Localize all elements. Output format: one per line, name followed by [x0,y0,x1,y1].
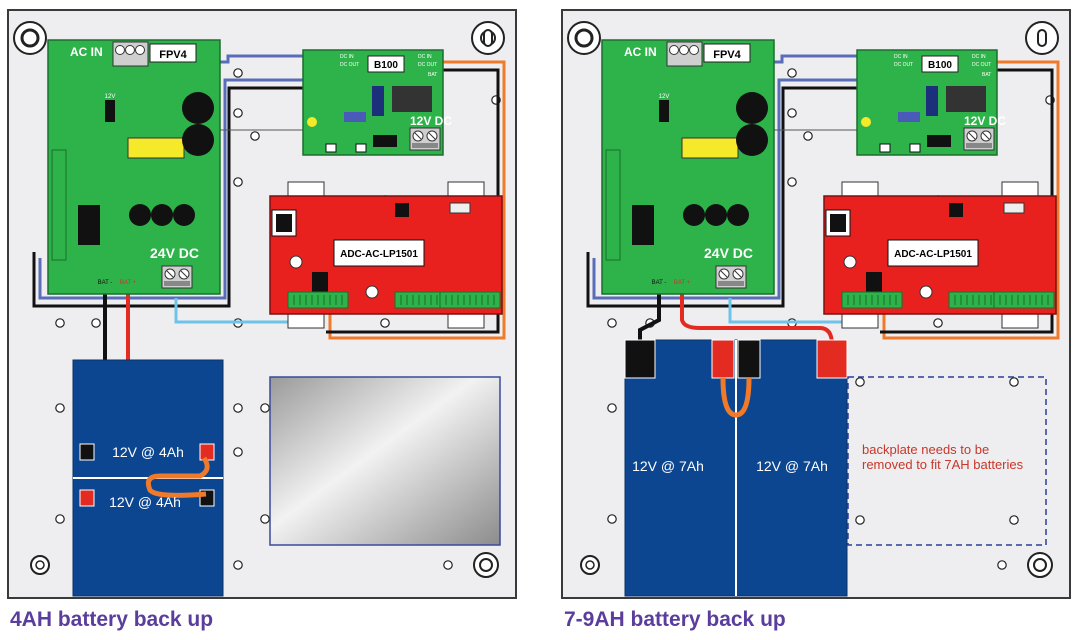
b100-label: B100 [928,60,952,71]
b100-output-label: 12V DC [410,114,452,128]
b100-dc-in-left: DC IN [340,54,354,60]
bat-plus-label: BAT + [674,280,691,286]
fpv4-board: FPV4 AC IN 12V 24V DC BAT - BAT + [601,39,775,295]
bat-minus-label: BAT - [98,280,113,286]
b100-dc-out-left: DC OUT [894,62,913,68]
b100-bat-label: BAT [428,72,437,78]
b100-dc-in-right: DC IN [418,54,432,60]
caption-7ah: 7-9AH battery back up [564,608,786,631]
fpv4-output-label: 24V DC [704,245,753,261]
panel-7ah: FPV4 AC IN 12V 24V DC BAT - BAT + B100 D… [561,9,1071,599]
ac-in-label: AC IN [624,45,657,59]
b100-dc-out-right: DC OUT [418,62,437,68]
b100-dc-in-left: DC IN [894,54,908,60]
bat-plus-label: BAT + [120,280,137,286]
mount-top-right [1025,21,1059,55]
mount-bottom-right [1027,552,1053,578]
mount-bottom-left [580,555,600,575]
backplate-note-line2: removed to fit 7AH batteries [862,457,1024,472]
panel-4ah: FPV4 AC IN 12V 24V DC BAT - BAT + B100 D… [7,9,517,599]
battery-pack-4ah: 12V @ 4Ah 12V @ 4Ah [72,359,224,597]
mount-top-left [567,21,601,55]
mount-bottom-left [30,555,50,575]
caption-4ah: 4AH battery back up [10,608,214,631]
fpv4-output-label: 24V DC [150,245,199,261]
b100-board: B100 DC IN DC OUT DC IN DC OUT BAT 12V D… [856,49,1006,156]
ac-in-label: AC IN [70,45,103,59]
voltage-switch[interactable] [105,100,115,122]
b100-dc-in-right: DC IN [972,54,986,60]
battery-2-label: 12V @ 4Ah [109,494,181,510]
b100-bat-label: BAT [982,72,991,78]
metal-plate [269,376,501,546]
b100-dc-out-right: DC OUT [972,62,991,68]
controller-board: ADC-AC-LP1501 [823,181,1057,329]
voltage-switch[interactable] [659,100,669,122]
b100-dc-out-left: DC OUT [340,62,359,68]
backplate-note-line1: backplate needs to be [862,442,989,457]
b100-label: B100 [374,60,398,71]
fpv4-label: FPV4 [159,49,187,61]
removed-backplate-outline [847,376,1047,546]
controller-label: ADC-AC-LP1501 [340,249,418,260]
battery-2-label: 12V @ 7Ah [756,458,828,474]
battery-1-label: 12V @ 7Ah [632,458,704,474]
fpv4-label: FPV4 [713,49,741,61]
b100-board: B100 DC IN DC OUT DC IN DC OUT BAT 12V D… [302,49,452,156]
controller-board: ADC-AC-LP1501 [269,181,503,329]
mount-bottom-right [473,552,499,578]
battery-1-label: 12V @ 4Ah [112,444,184,460]
controller-label: ADC-AC-LP1501 [894,249,972,260]
fpv4-board: FPV4 AC IN 12V 24V DC BAT - BAT + [47,39,221,295]
mount-top-left [13,21,47,55]
switch-label: 12V [659,94,670,100]
switch-label: 12V [105,94,116,100]
b100-output-label: 12V DC [964,114,1006,128]
mount-top-right [471,21,505,55]
bat-minus-label: BAT - [652,280,667,286]
battery-pack-7ah: 12V @ 7Ah 12V @ 7Ah [624,339,848,597]
